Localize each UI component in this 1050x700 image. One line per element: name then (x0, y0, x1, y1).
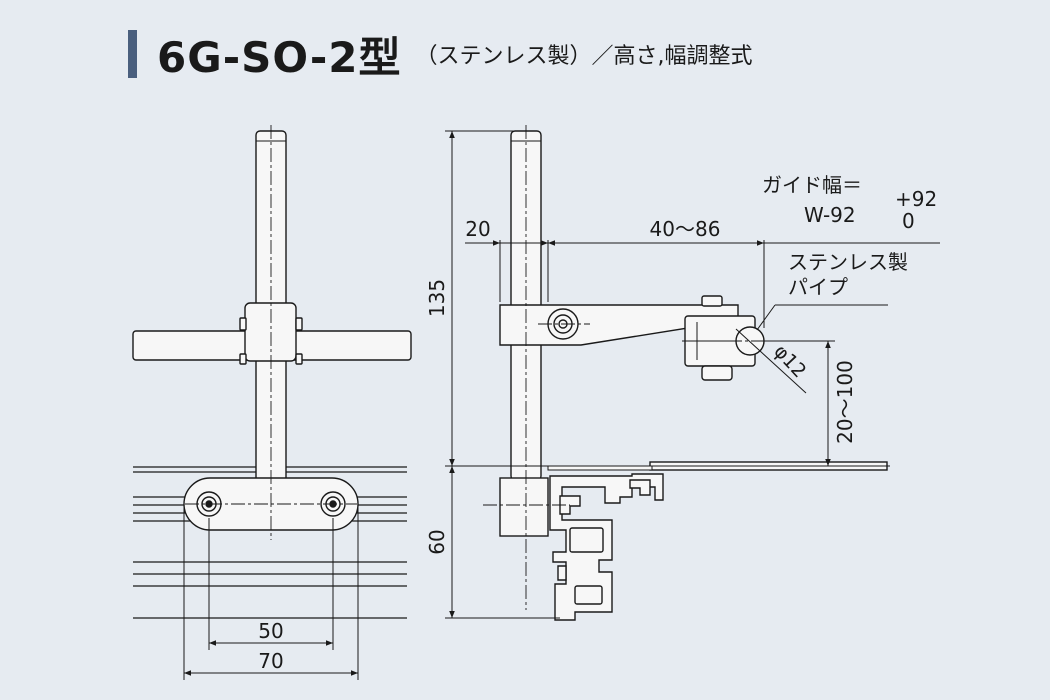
title-block: 6G-SO-2型 （ステンレス製）／高さ,幅調整式 (128, 28, 753, 82)
side-dim-arm-label: 40～86 (650, 217, 721, 241)
front-dim-outer-label: 70 (258, 649, 283, 673)
side-dim-height-lower-label: 60 (425, 529, 449, 554)
side-dim-rise-label: 20～100 (833, 360, 857, 444)
side-frame-profile (549, 473, 664, 621)
front-view (132, 125, 412, 680)
front-dim-inner-label: 50 (258, 619, 283, 643)
pipe-material-note-line1: ステンレス製 (788, 250, 908, 274)
guide-width-value: W-92 (804, 203, 856, 227)
pipe-material-note-line2: パイプ (788, 275, 848, 299)
side-dim-pipe-label: φ12 (769, 340, 810, 382)
side-dim-post-label: 20 (465, 217, 490, 241)
side-dim-height-upper-label: 135 (425, 279, 449, 317)
guide-width-label: ガイド幅＝ (762, 173, 862, 197)
side-view (445, 125, 940, 621)
front-clamp-block (244, 302, 297, 362)
title-accent-bar (128, 30, 137, 78)
guide-width-tolerance-upper: +92 (895, 187, 937, 211)
model-subtitle: （ステンレス製）／高さ,幅調整式 (415, 44, 753, 69)
side-lower-block (499, 477, 549, 537)
model-title: 6G-SO-2型 (157, 32, 402, 82)
guide-width-tolerance-lower: 0 (902, 209, 915, 233)
